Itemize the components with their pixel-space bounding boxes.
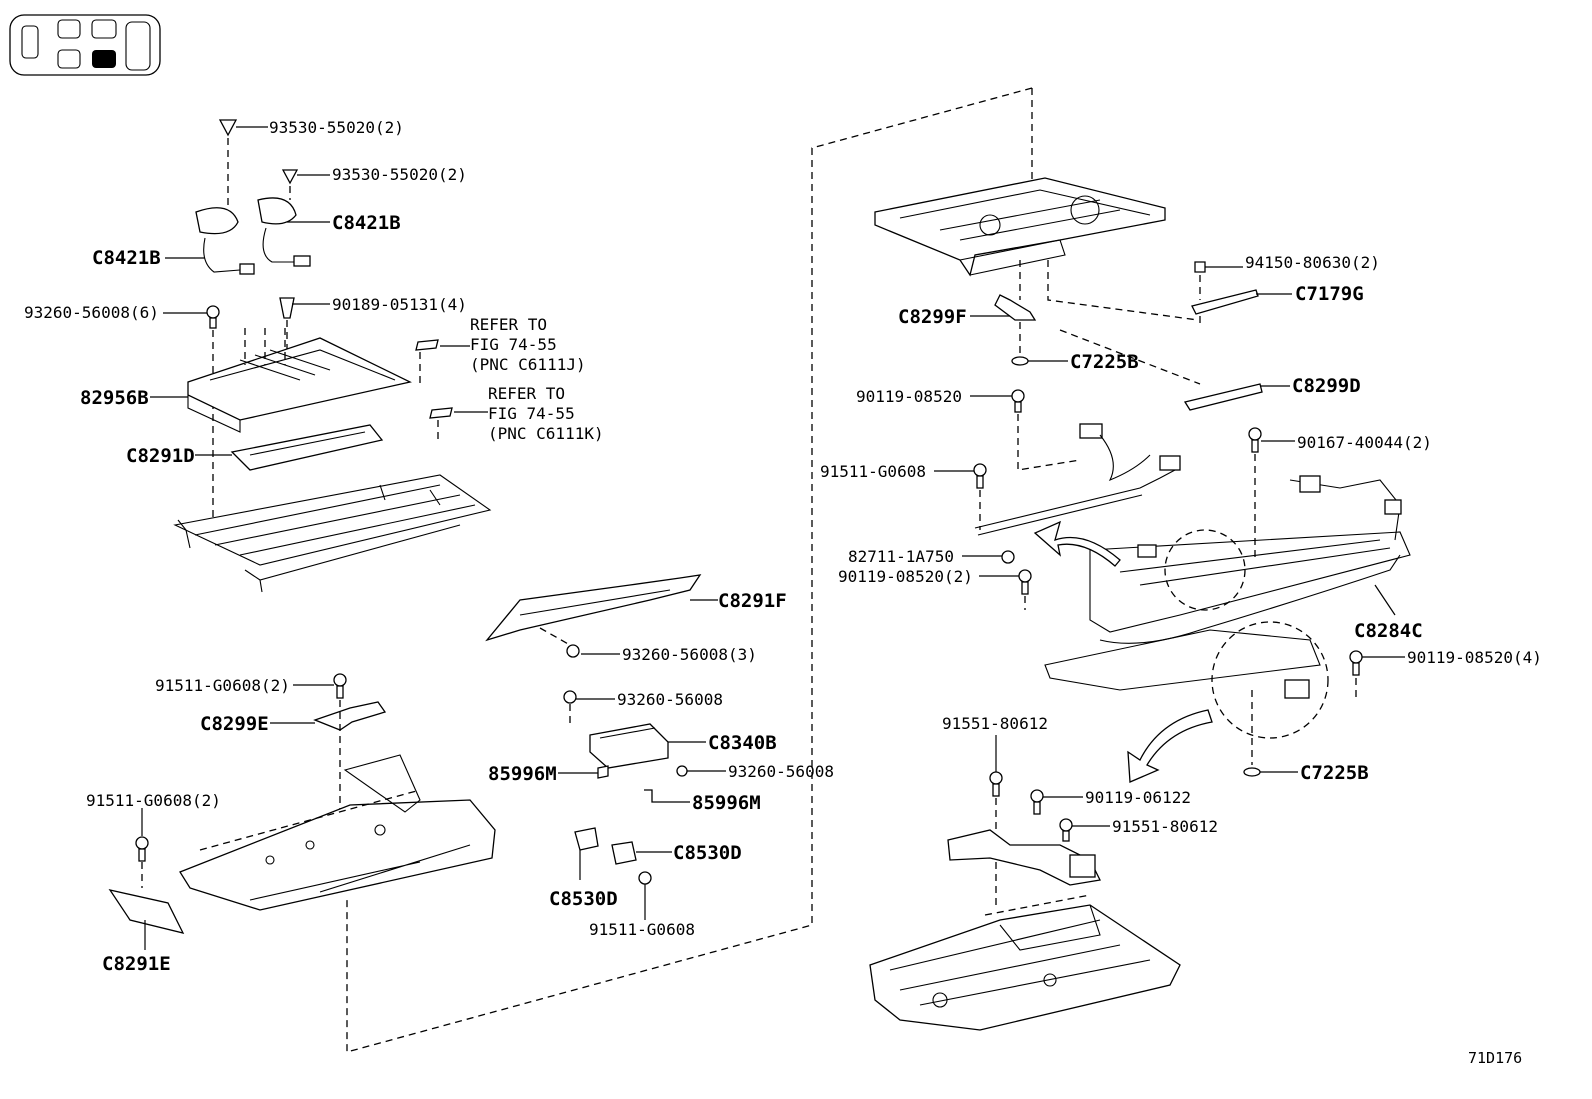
part-label[interactable]: C8340B xyxy=(708,732,777,754)
part-label[interactable]: 91511-G0608(2) xyxy=(86,791,221,810)
part-label[interactable]: 91551-80612 xyxy=(1112,817,1218,836)
part-label[interactable]: 90119-08520(2) xyxy=(838,567,973,586)
part-label[interactable]: 93260-56008 xyxy=(617,690,723,709)
vehicle-seat-locator-icon xyxy=(9,14,161,76)
part-label[interactable]: 90167-40044(2) xyxy=(1297,433,1432,452)
part-label[interactable]: 91551-80612 xyxy=(942,714,1048,733)
floor-frame-right xyxy=(869,894,1181,1031)
part-label[interactable]: C8284C xyxy=(1354,620,1423,642)
seat-cover-82956b xyxy=(187,328,412,433)
part-label[interactable]: 91511-G0608(2) xyxy=(155,676,290,695)
part-label[interactable]: 82711-1A750 xyxy=(848,547,954,566)
floor-frame-left xyxy=(179,754,496,911)
part-label[interactable]: C8299D xyxy=(1292,375,1361,397)
part-label[interactable]: 85996M xyxy=(692,792,761,814)
part-label[interactable]: C8530D xyxy=(549,888,618,910)
part-label[interactable]: 93530-55020(2) xyxy=(269,118,404,137)
refer-note: REFER TO xyxy=(470,315,547,334)
part-label[interactable]: 94150-80630(2) xyxy=(1245,253,1380,272)
part-label[interactable]: 82956B xyxy=(80,387,149,409)
part-label[interactable]: C8291D xyxy=(126,445,195,467)
leader-lines xyxy=(141,126,1405,950)
wire-harness-c8284c xyxy=(974,423,1411,699)
part-label[interactable]: C7225B xyxy=(1070,351,1139,373)
part-label[interactable]: 90119-08520 xyxy=(856,387,962,406)
part-label[interactable]: C7179G xyxy=(1295,283,1364,305)
part-label[interactable]: C8291F xyxy=(718,590,787,612)
part-label[interactable]: 91511-G0608 xyxy=(820,462,926,481)
part-label[interactable]: 91511-G0608 xyxy=(589,920,695,939)
part-label[interactable]: C8421B xyxy=(92,247,161,269)
switch-part xyxy=(257,197,311,267)
part-label[interactable]: 85996M xyxy=(488,763,557,785)
part-label[interactable]: 90189-05131(4) xyxy=(332,295,467,314)
part-label[interactable]: 93260-56008(6) xyxy=(24,303,159,322)
part-label[interactable]: C8299E xyxy=(200,713,269,735)
part-label[interactable]: C8299F xyxy=(898,306,967,328)
part-label[interactable]: C8421B xyxy=(332,212,401,234)
refer-note: (PNC C6111K) xyxy=(488,424,604,443)
screw-icon xyxy=(218,119,299,210)
rail-c8291f xyxy=(485,574,702,642)
part-label[interactable]: 93260-56008(3) xyxy=(622,645,757,664)
refer-note: REFER TO xyxy=(488,384,565,403)
refer-note: FIG 74-55 xyxy=(488,404,575,423)
part-label[interactable]: C8291E xyxy=(102,953,171,975)
part-label[interactable]: C7225B xyxy=(1300,762,1369,784)
refer-note: (PNC C6111J) xyxy=(470,355,586,374)
seat-frame-left xyxy=(173,474,492,593)
part-label[interactable]: 93260-56008 xyxy=(728,762,834,781)
switch-part xyxy=(195,207,255,275)
diagram-code: 71D176 xyxy=(1468,1049,1522,1067)
bracket-lower-right xyxy=(947,829,1101,886)
part-label[interactable]: 93530-55020(2) xyxy=(332,165,467,184)
plate-c8291d xyxy=(230,424,384,471)
part-label[interactable]: 90119-06122 xyxy=(1085,788,1191,807)
seat-plate-upper xyxy=(874,177,1166,277)
part-label[interactable]: C8530D xyxy=(673,842,742,864)
part-label[interactable]: 90119-08520(4) xyxy=(1407,648,1542,667)
refer-note: FIG 74-55 xyxy=(470,335,557,354)
